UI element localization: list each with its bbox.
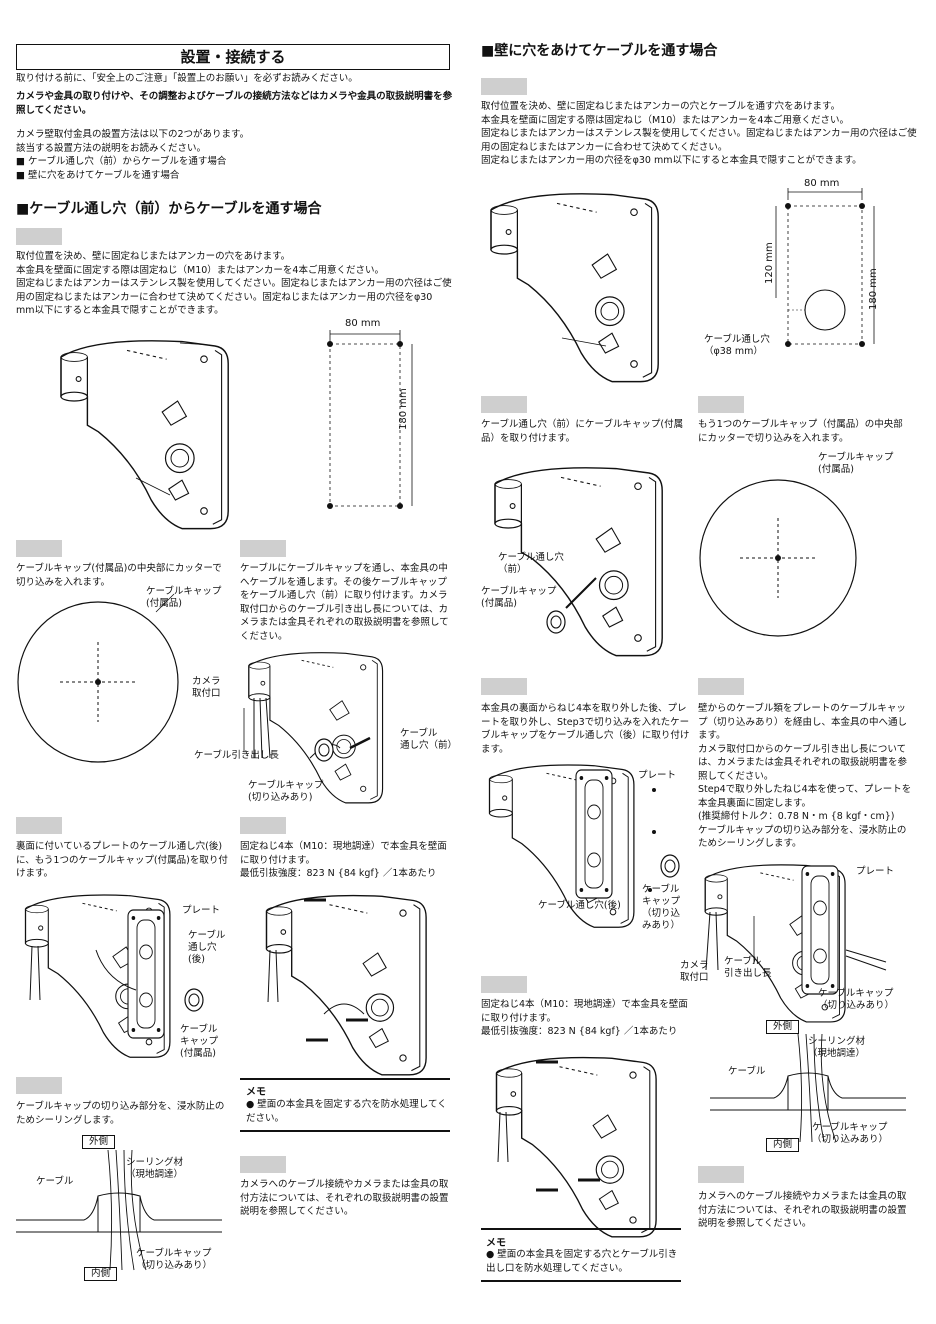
- front-dim-width: 80 mm: [345, 318, 381, 329]
- front-step2-text: ケーブルキャップ(付属品)の中央部にカッターで切り込みを入れます。: [16, 563, 222, 588]
- wall-step2-text: ケーブル通し穴（前）にケーブルキャップ(付属品）を取り付けます。: [481, 419, 684, 444]
- front-step3-text: ケーブルにケーブルキャップを通し、本金具の中へケーブルを通します。その後ケーブル…: [240, 563, 449, 642]
- wall-step5-length-label: ケーブル 引き出し長: [724, 956, 772, 979]
- step-badge: [698, 396, 744, 413]
- front-dim-height: 180 mm: [398, 388, 409, 430]
- wall-step2-cap-label: ケーブルキャップ (付属品): [481, 586, 557, 609]
- front-step4-hole-label: ケーブル 通し穴 (後): [188, 930, 226, 965]
- step-badge: [481, 396, 527, 413]
- front-step6-cable-label: ケーブル: [36, 1176, 74, 1187]
- front-step2-cap-drawing: [17, 593, 179, 763]
- wall-step6-text: 固定ねじ4本（M10：現地調達）で本金具を壁面に取り付けます。 最低引抜強度：8…: [481, 999, 688, 1037]
- wall-step4-hole-label: ケーブル通し穴(後): [538, 900, 621, 911]
- front-step5-text: 固定ねじ4本（M10：現地調達）で本金具を壁面に取り付けます。 最低引抜強度：8…: [240, 841, 447, 879]
- step-badge: [481, 976, 527, 993]
- wall-step4-plate-label: プレート: [638, 770, 677, 781]
- wall-step3-text: もう1つのケーブルキャップ（付属品）の中央部にカッターで切り込みを入れます。: [698, 419, 903, 444]
- front-step6-inside-label: 内側: [84, 1267, 118, 1281]
- wall-step1-text: 取付位置を決め、壁に固定ねじまたはアンカーの穴とケーブルを通す穴をあけます。 本…: [481, 101, 917, 166]
- wall-step5-cap2-label: ケーブルキャップ （切り込みあり）: [812, 1122, 889, 1145]
- intro-text: 取り付ける前に、「安全上のご注意」「設置上のお願い」を必ずお読みください。: [16, 73, 358, 84]
- intro-bold-text: カメラや金具の取り付けや、その調整およびケーブルの接続方法などはカメラや金具の取…: [16, 91, 453, 116]
- wall-step3-cap-drawing: [699, 479, 857, 637]
- wall-step5-cable-label: ケーブル: [728, 1066, 766, 1077]
- front-step3-mount-label: カメラ 取付口: [192, 676, 221, 699]
- section-front-heading: ■ケーブル通し穴（前）からケーブルを通す場合: [16, 201, 322, 217]
- wall-step4-cap-label: ケーブル キャップ （切り込 みあり）: [642, 884, 681, 931]
- wall-step5-bracket-drawing: [704, 864, 887, 1023]
- wall-memo-text: ● 壁面の本金具を固定する穴とケーブル引き出し口を防水処理してください。: [486, 1249, 678, 1274]
- wall-step5-mount-label: カメラ 取付口: [680, 960, 709, 983]
- wall-dim-height2: 180 mm: [868, 268, 879, 310]
- wall-step4-bracket-drawing: [488, 764, 680, 928]
- front-step1-text: 取付位置を決め、壁に固定ねじまたはアンカーの穴をあけます。 本金具を壁面に固定す…: [16, 251, 452, 316]
- wall-dim-width: 80 mm: [804, 178, 840, 189]
- step-badge: [481, 78, 527, 95]
- step-badge: [16, 817, 62, 834]
- front-step4-cap-label: ケーブル キャップ (付属品): [180, 1024, 219, 1059]
- front-memo-title: メモ: [246, 1087, 266, 1098]
- front-memo-text: ● 壁面の本金具を固定する穴を防水処理してください。: [246, 1099, 447, 1124]
- wall-step1-dimension-drawing: [775, 188, 875, 347]
- step-badge: [481, 678, 527, 695]
- wall-step5-sealant-label: シーリング材 （現地調達）: [808, 1036, 866, 1059]
- front-step6-text: ケーブルキャップの切り込み部分を、浸水防止のためシーリングします。: [16, 1101, 225, 1126]
- step-badge: [16, 540, 62, 557]
- front-step4-text: 裏面に付いているプレートのケーブル通し穴(後)に、もう1つのケーブルキャップ(付…: [16, 841, 228, 879]
- wall-step7-text: カメラへのケーブル接続やカメラまたは金具の取付方法については、それぞれの取扱説明…: [698, 1191, 907, 1229]
- front-step6-cap-label: ケーブルキャップ （切り込みあり）: [136, 1248, 213, 1271]
- section-wall-heading: ■壁に穴をあけてケーブルを通す場合: [481, 43, 718, 59]
- wall-step5-seal-drawing: [710, 1033, 906, 1143]
- wall-step2-hole-label: ケーブル通し穴 （前）: [498, 552, 564, 575]
- wall-step5-plate-label: プレート: [856, 866, 895, 877]
- wall-step1-bracket-drawing: [490, 193, 659, 383]
- wall-step5-outside-label: 外側: [766, 1020, 800, 1034]
- step-badge: [240, 817, 286, 834]
- wall-memo-title: メモ: [486, 1238, 506, 1249]
- front-step1-dimension-drawing: [327, 330, 413, 509]
- step-badge: [698, 1166, 744, 1183]
- front-step1-bracket-drawing: [60, 340, 229, 530]
- wall-step4-text: 本金具の裏面からねじ4本を取り外した後、プレートを取り外し、Step3で切り込み…: [481, 703, 690, 755]
- memo-divider: [240, 1130, 450, 1132]
- step-badge: [16, 228, 62, 245]
- intro-methods: カメラ壁取付金具の設置方法は以下の2つがあります。 該当する設置方法の説明をお読…: [16, 129, 250, 181]
- front-step6-sealant-label: シーリング材 （現地調達）: [126, 1157, 184, 1180]
- wall-step5-inside-label: 内側: [766, 1138, 800, 1152]
- wall-step1-hole-label: ケーブル通し穴 （φ38 mm）: [704, 334, 770, 357]
- front-step5-bracket-drawing: [265, 894, 427, 1076]
- step-badge: [240, 1156, 286, 1173]
- memo-divider: [481, 1228, 681, 1230]
- front-step4-plate-label: プレート: [182, 905, 221, 916]
- wall-step2-bracket-drawing: [494, 467, 663, 657]
- front-step6-outside-label: 外側: [82, 1135, 116, 1149]
- front-step6-seal-drawing: [16, 1149, 222, 1271]
- memo-divider: [240, 1078, 450, 1080]
- front-step4-bracket-drawing: [24, 894, 204, 1058]
- wall-step5-text: 壁からのケーブル類をプレートのケーブルキャップ（切り込みあり）を経由し、本金具の…: [698, 703, 912, 849]
- front-step7-text: カメラへのケーブル接続やカメラまたは金具の取付方法については、それぞれの取扱説明…: [240, 1179, 449, 1217]
- front-step3-cap-label: ケーブルキャップ (切り込みあり): [248, 780, 324, 803]
- wall-step6-bracket-drawing: [495, 1056, 657, 1238]
- memo-divider: [481, 1280, 681, 1282]
- front-step3-hole-label: ケーブル 通し穴（前）: [400, 728, 458, 751]
- wall-step3-cap-label: ケーブルキャップ (付属品): [818, 452, 894, 475]
- step-badge: [16, 1077, 62, 1094]
- front-step3-length-label: ケーブル引き出し長: [194, 750, 279, 761]
- front-step3-bracket-drawing: [243, 652, 384, 804]
- step-badge: [698, 678, 744, 695]
- wall-dim-height1: 120 mm: [764, 242, 775, 284]
- step-badge: [240, 540, 286, 557]
- page-title: 設置・接続する: [16, 44, 450, 70]
- wall-step5-cap-label: ケーブルキャップ （切り込みあり）: [818, 988, 895, 1011]
